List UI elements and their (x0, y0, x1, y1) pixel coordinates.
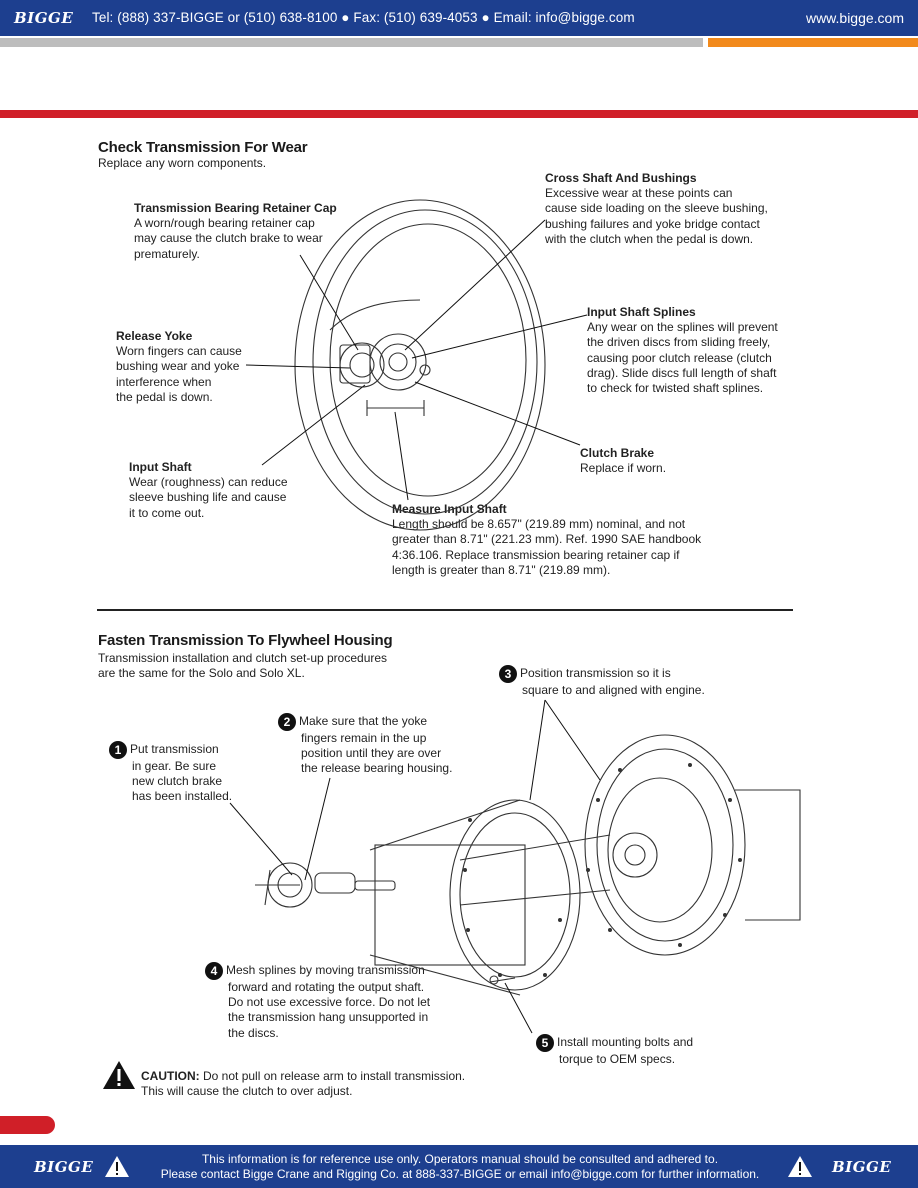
section2-title: Fasten Transmission To Flywheel Housing (98, 632, 393, 649)
flywheel-installation-diagram (229, 699, 801, 1034)
footer-warning-icon-left (105, 1156, 129, 1177)
callout-clutch-brake: Clutch Brake Replace if worn. (580, 446, 667, 476)
transmission-wear-diagram (245, 199, 588, 531)
callout-input-splines: Input Shaft Splines Any wear on the spli… (587, 305, 778, 396)
gray-stripe (0, 38, 703, 47)
footer-disclaimer: This information is for reference use on… (160, 1152, 760, 1181)
contact-info: Tel: (888) 337-BIGGE or (510) 638-8100 ●… (92, 10, 635, 25)
footer-bar: BIGGE This information is for reference … (0, 1145, 918, 1188)
step-3-number: 3 (499, 665, 517, 683)
bigge-logo[interactable]: BIGGE (14, 9, 74, 27)
callout-cross-shaft: Cross Shaft And Bushings Excessive wear … (545, 171, 768, 246)
orange-stripe (708, 38, 918, 47)
step-2-number: 2 (278, 713, 296, 731)
callout-release-yoke: Release Yoke Worn fingers can cause bush… (116, 329, 242, 404)
step-5-number: 5 (536, 1034, 554, 1052)
section-divider (97, 609, 793, 611)
step-4-number: 4 (205, 962, 223, 980)
caution-note: CAUTION: Do not pull on release arm to i… (141, 1069, 466, 1099)
callout-retainer-cap: Transmission Bearing Retainer Cap A worn… (134, 201, 337, 261)
step-1-number: 1 (109, 741, 127, 759)
footer-logo-right[interactable]: BIGGE (832, 1158, 892, 1176)
website-link[interactable]: www.bigge.com (805, 10, 904, 26)
callout-measure-shaft: Measure Input Shaft Length should be 8.6… (392, 502, 702, 577)
section1-title: Check Transmission For Wear (98, 139, 308, 156)
caution-label: CAUTION: (141, 1069, 200, 1083)
footer-logo-left[interactable]: BIGGE (34, 1158, 94, 1176)
red-divider (0, 110, 918, 118)
caution-warning-icon (103, 1061, 135, 1089)
callout-input-shaft: Input Shaft Wear (roughness) can reduce … (129, 460, 288, 520)
section1-subtitle: Replace any worn components. (98, 156, 267, 170)
section2-subtitle: Transmission installation and clutch set… (98, 651, 388, 680)
footer-warning-icon-right (788, 1156, 812, 1177)
header-bar: BIGGE Tel: (888) 337-BIGGE or (510) 638-… (0, 0, 918, 36)
page-tab (0, 1116, 55, 1134)
